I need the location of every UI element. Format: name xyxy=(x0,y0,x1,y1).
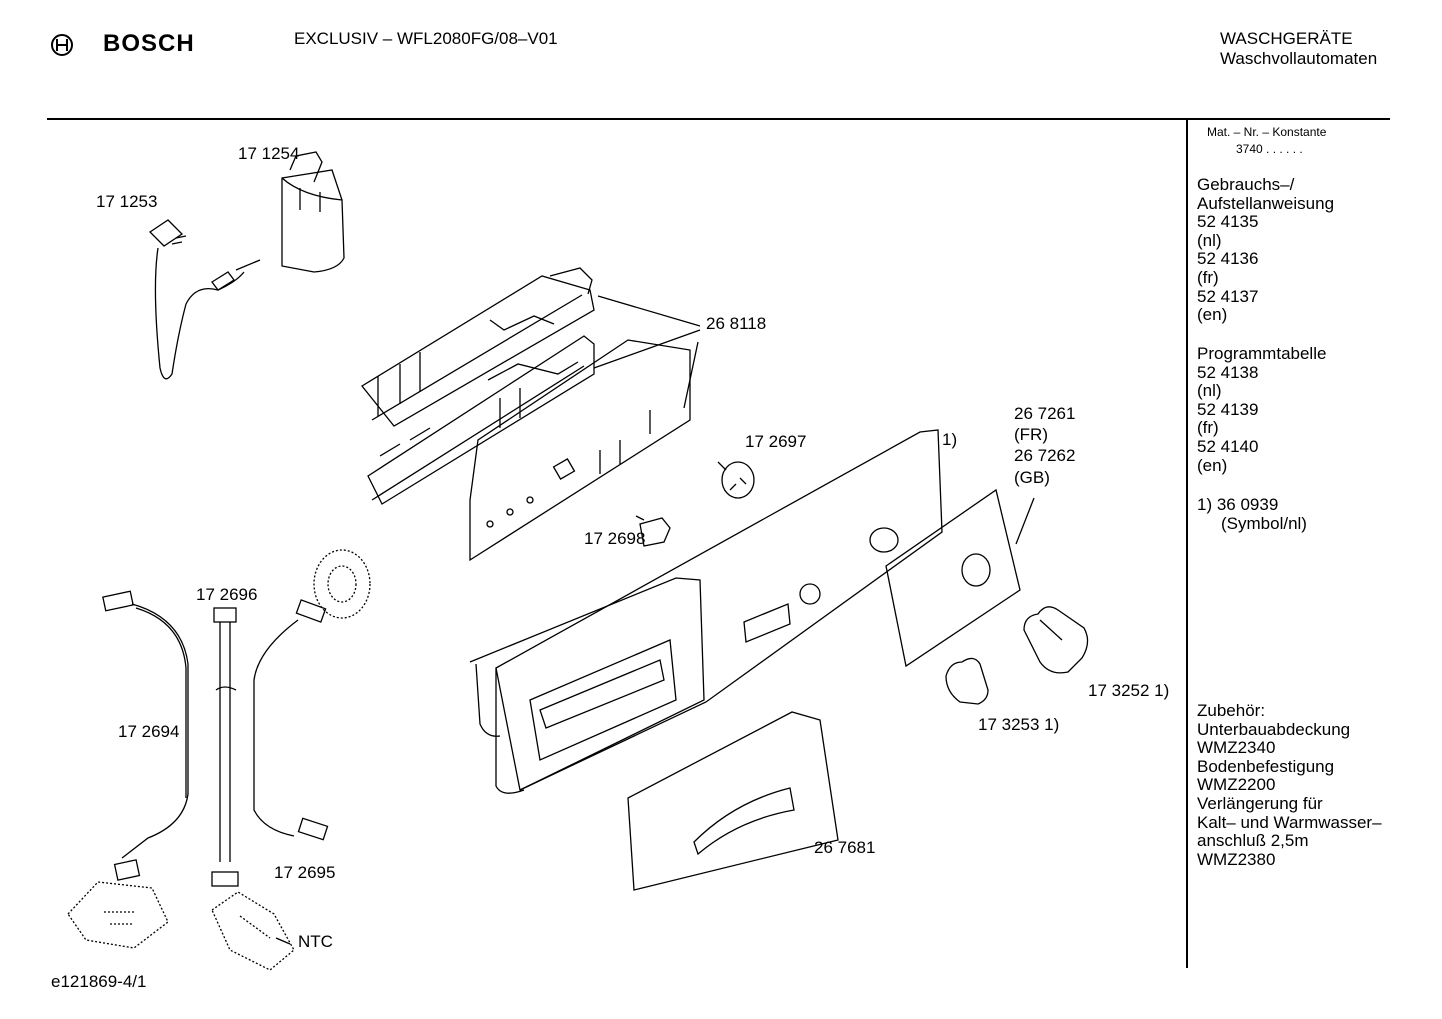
accessory-line: Unterbauabdeckung xyxy=(1197,719,1351,739)
brand-name: BOSCH xyxy=(103,30,195,57)
manual-line: Aufstellanweisung xyxy=(1197,193,1335,213)
pressure-switch-ghost-icon xyxy=(67,881,169,949)
program-table-line: 52 4140 xyxy=(1197,436,1259,456)
power-cord-plug-icon xyxy=(148,219,261,380)
manual-line: 52 4135 xyxy=(1197,212,1259,232)
symbol-plate-icon xyxy=(885,488,1021,668)
accessory-line: Kalt– und Warmwasser– xyxy=(1197,812,1382,832)
accessory-line: anschluß 2,5m xyxy=(1197,831,1309,851)
circuit-board-icon xyxy=(469,339,691,562)
program-table-line: (nl) xyxy=(1197,381,1222,401)
footnote-line: (Symbol/nl) xyxy=(1221,513,1307,533)
harness-172695-icon xyxy=(253,599,329,841)
suppressor-box-icon xyxy=(281,151,345,273)
program-table-line: (en) xyxy=(1197,455,1228,475)
manual-line: Gebrauchs–/ xyxy=(1197,175,1295,194)
footnote-marker-panel: 1) xyxy=(942,430,958,449)
manual-line: 52 4137 xyxy=(1197,286,1259,306)
control-panel-fascia-icon xyxy=(469,429,943,794)
part-label-267261: 26 7261 xyxy=(1014,404,1076,423)
part-label-173252: 17 3252 1) xyxy=(1088,681,1170,700)
part-label-267262: 26 7262 xyxy=(1014,446,1076,465)
accessory-line: Verlängerung für xyxy=(1197,793,1323,813)
ntc-sensor-ghost-icon xyxy=(211,891,295,971)
manual-line: 52 4136 xyxy=(1197,249,1259,269)
harness-172696-icon xyxy=(211,607,239,887)
manual-list: Gebrauchs–/ Aufstellanweisung 52 4135 (n… xyxy=(1197,175,1335,325)
accessory-line: Bodenbefestigung xyxy=(1197,756,1335,776)
part-label-fr: (FR) xyxy=(1014,425,1048,444)
temperature-knob-icon xyxy=(945,657,989,705)
mat-nr-value: 3740 . . . . . . xyxy=(1236,142,1303,156)
part-label-171254: 17 1254 xyxy=(238,144,300,163)
harness-172694-icon xyxy=(102,590,189,881)
detergent-drawer-handle-icon xyxy=(627,711,839,891)
accessories-list: Zubehör: Unterbauabdeckung WMZ2340 Boden… xyxy=(1197,701,1382,869)
part-label-172695: 17 2695 xyxy=(274,863,336,882)
footnote-line: 1) 36 0939 xyxy=(1197,495,1279,514)
manual-line: (nl) xyxy=(1197,230,1222,250)
program-table-line: 52 4138 xyxy=(1197,362,1259,382)
footnote-list: 1) 36 0939 (Symbol/nl) xyxy=(1197,495,1307,533)
category-line-2: Waschvollautomaten xyxy=(1220,49,1378,68)
part-label-172697: 17 2697 xyxy=(745,432,807,451)
pump-motor-ghost-icon xyxy=(313,549,371,619)
category-line-1: WASCHGERÄTE xyxy=(1220,29,1353,48)
manual-line: (fr) xyxy=(1197,267,1219,287)
bosch-armature-icon xyxy=(51,34,73,56)
part-label-gb: (GB) xyxy=(1014,468,1050,487)
program-table-line: (fr) xyxy=(1197,418,1219,438)
accessory-line: WMZ2200 xyxy=(1197,775,1276,795)
part-label-ntc: NTC xyxy=(298,932,333,951)
control-housing-icon xyxy=(367,335,595,505)
part-label-268118: 26 8118 xyxy=(706,314,767,333)
selector-shaft-icon xyxy=(717,461,755,499)
mat-nr-label: Mat. – Nr. – Konstante xyxy=(1207,125,1327,139)
bosch-logo xyxy=(50,30,200,65)
program-table-line: 52 4139 xyxy=(1197,399,1259,419)
part-label-172696: 17 2696 xyxy=(196,585,258,604)
program-knob-icon xyxy=(1023,606,1089,674)
accessory-line: Zubehör: xyxy=(1197,701,1266,720)
control-harness-icon xyxy=(361,267,595,427)
selector-spindle-icon xyxy=(635,515,671,547)
accessory-line: WMZ2340 xyxy=(1197,738,1276,758)
part-label-171253: 17 1253 xyxy=(96,192,158,211)
accessory-line: WMZ2380 xyxy=(1197,849,1276,869)
part-label-267681: 26 7681 xyxy=(814,838,876,857)
program-table-list: Programmtabelle 52 4138 (nl) 52 4139 (fr… xyxy=(1197,344,1327,475)
part-label-173253: 17 3253 1) xyxy=(978,715,1060,734)
model-title: EXCLUSIV – WFL2080FG/08–V01 xyxy=(294,29,558,48)
drawing-id: e121869-4/1 xyxy=(51,972,147,991)
manual-line: (en) xyxy=(1197,305,1228,325)
program-table-line: Programmtabelle xyxy=(1197,344,1327,363)
part-label-172698: 17 2698 xyxy=(584,529,646,548)
part-label-172694: 17 2694 xyxy=(118,722,180,741)
